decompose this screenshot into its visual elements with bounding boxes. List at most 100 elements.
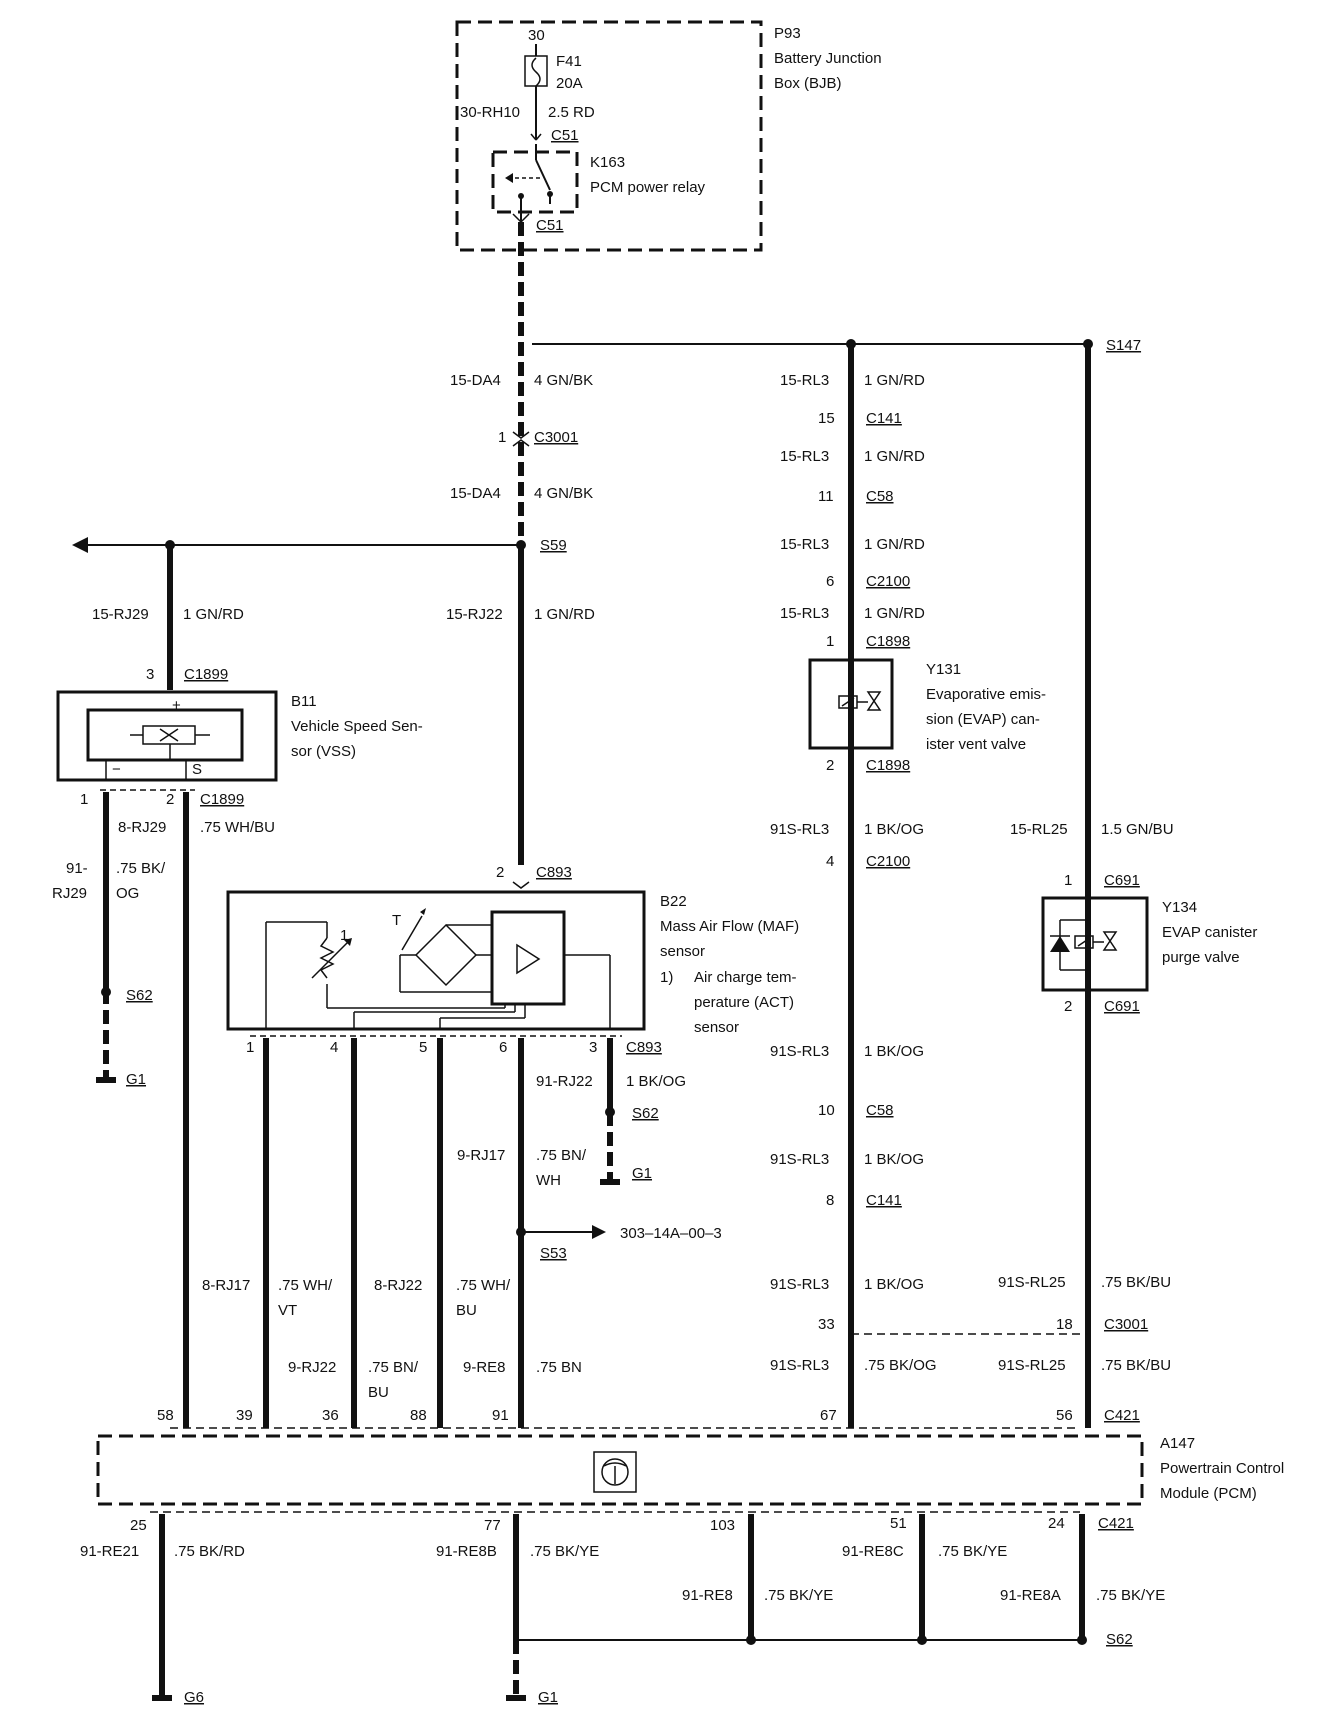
wire-re8a-spec: .75 BK/YE bbox=[1096, 1587, 1165, 1604]
wire-rl3f-spec: 1 BK/OG bbox=[864, 1043, 924, 1060]
maf-note-3: sensor bbox=[694, 1019, 739, 1036]
wire-rj22c-spec-2: BU bbox=[368, 1384, 389, 1401]
maf-bridge-icon bbox=[414, 923, 478, 987]
wire-rl25a-code: 15-RL25 bbox=[1010, 821, 1068, 838]
connector-c51-top: C51 bbox=[551, 127, 579, 144]
vss-minus: − bbox=[112, 761, 121, 778]
splice-s62-pcm: S62 bbox=[1106, 1631, 1133, 1648]
pcm-box bbox=[96, 1434, 1144, 1506]
pin-maf-6: 6 bbox=[499, 1039, 507, 1056]
wire-rl3b-spec: 1 GN/RD bbox=[864, 448, 925, 465]
vss-plus: + bbox=[172, 697, 181, 714]
arrow-left-icon bbox=[72, 537, 88, 553]
purge-valve-id: Y134 bbox=[1162, 899, 1197, 916]
connector-c1899-top: C1899 bbox=[184, 666, 228, 683]
wire-re8g-code: 91-RE8 bbox=[682, 1587, 733, 1604]
wire-rl25a-spec: 1.5 GN/BU bbox=[1101, 821, 1174, 838]
pcm-id: A147 bbox=[1160, 1435, 1195, 1452]
bjb-box bbox=[455, 20, 763, 252]
bjb-name-2: Box (BJB) bbox=[774, 75, 842, 92]
wire-rj22-spec: 1 GN/RD bbox=[534, 606, 595, 623]
pin-c2100-4: 4 bbox=[826, 853, 834, 870]
pin-pcm-67: 67 bbox=[820, 1407, 837, 1424]
wire-re8g-spec: .75 BK/YE bbox=[764, 1587, 833, 1604]
connector-c3001-top: C3001 bbox=[534, 429, 578, 446]
wire-rj22b-spec-1: .75 WH/ bbox=[456, 1277, 511, 1294]
pin-c1898-2: 2 bbox=[826, 757, 834, 774]
maf-note-1: Air charge tem- bbox=[694, 969, 797, 986]
pin-c1899-3: 3 bbox=[146, 666, 154, 683]
wire-re8b-code: 91-RE8B bbox=[436, 1543, 497, 1560]
wire-rl3h-spec: 1 BK/OG bbox=[864, 1276, 924, 1293]
connector-c58-bottom: C58 bbox=[866, 1102, 894, 1119]
vss-name-2: sor (VSS) bbox=[291, 743, 356, 760]
connector-c421-bottom: C421 bbox=[1098, 1515, 1134, 1532]
connector-c58-top: C58 bbox=[866, 488, 894, 505]
wire-rj22b-code: 8-RJ22 bbox=[374, 1277, 422, 1294]
wire-rl25c-code: 91S-RL25 bbox=[998, 1357, 1066, 1374]
maf-id: B22 bbox=[660, 893, 687, 910]
wire-da4a-code: 15-DA4 bbox=[450, 372, 501, 389]
pin-pcm-51: 51 bbox=[890, 1515, 907, 1532]
ref-page-link[interactable]: 303–14A–00–3 bbox=[620, 1225, 722, 1242]
purge-valve-name-1: EVAP canister bbox=[1162, 924, 1257, 941]
connector-c141-top: C141 bbox=[866, 410, 902, 427]
pin-c58-11: 11 bbox=[818, 488, 834, 505]
maf-note-num: 1) bbox=[660, 969, 673, 986]
maf-amplifier-icon bbox=[490, 910, 566, 1006]
wire-rl3c-code: 15-RL3 bbox=[780, 536, 829, 553]
evap-vent-valve-box bbox=[808, 658, 894, 750]
vss-id: B11 bbox=[291, 693, 317, 710]
ground-g1-maf: G1 bbox=[632, 1165, 652, 1182]
pin-c893-2: 2 bbox=[496, 864, 504, 881]
ground-g6: G6 bbox=[184, 1689, 204, 1706]
fuse-pin: 30 bbox=[528, 27, 545, 44]
pin-c3001-18: 18 bbox=[1056, 1316, 1073, 1333]
pin-c1898-1: 1 bbox=[826, 633, 834, 650]
connector-c51-bottom: C51 bbox=[536, 217, 564, 234]
pin-c141-8: 8 bbox=[826, 1192, 834, 1209]
connector-c2100-bottom: C2100 bbox=[866, 853, 910, 870]
pcm-icon bbox=[601, 1458, 629, 1486]
pcm-name-2: Module (PCM) bbox=[1160, 1485, 1257, 1502]
wire-rj17b-spec-1: .75 WH/ bbox=[278, 1277, 333, 1294]
pin-c141-15: 15 bbox=[818, 410, 835, 427]
connector-c421-top: C421 bbox=[1104, 1407, 1140, 1424]
wire-rl3e-spec: 1 BK/OG bbox=[864, 821, 924, 838]
arrow-right-icon bbox=[592, 1225, 606, 1239]
wire-rj29-spec: 1 GN/RD bbox=[183, 606, 244, 623]
wire-rj29g-code-1: 91- bbox=[66, 860, 88, 877]
pin-c691-2: 2 bbox=[1064, 998, 1072, 1015]
wire-re8a-code: 91-RE8A bbox=[1000, 1587, 1061, 1604]
pin-c691-1: 1 bbox=[1064, 872, 1072, 889]
ground-g1-pcm: G1 bbox=[538, 1689, 558, 1706]
pin-pcm-56: 56 bbox=[1056, 1407, 1073, 1424]
bjb-name-1: Battery Junction bbox=[774, 50, 882, 67]
pin-pcm-39: 39 bbox=[236, 1407, 253, 1424]
wire-rj22g-code: 91-RJ22 bbox=[536, 1073, 593, 1090]
purge-valve-name-2: purge valve bbox=[1162, 949, 1240, 966]
pin-pcm-36: 36 bbox=[322, 1407, 339, 1424]
wire-rl25b-spec: .75 BK/BU bbox=[1101, 1274, 1171, 1291]
wire-da4b-spec: 4 GN/BK bbox=[534, 485, 593, 502]
vent-valve-name-3: ister vent valve bbox=[926, 736, 1026, 753]
pin-pcm-91: 91 bbox=[492, 1407, 509, 1424]
connector-c691-top: C691 bbox=[1104, 872, 1140, 889]
maf-box bbox=[226, 890, 646, 1031]
splice-s53: S53 bbox=[540, 1245, 567, 1262]
wire-re21-spec: .75 BK/RD bbox=[174, 1543, 245, 1560]
wire-rl3b-code: 15-RL3 bbox=[780, 448, 829, 465]
connector-c2100-top: C2100 bbox=[866, 573, 910, 590]
wire-da4b-code: 15-DA4 bbox=[450, 485, 501, 502]
wire-re8c-code: 91-RE8C bbox=[842, 1543, 904, 1560]
pin-c1899-1: 1 bbox=[80, 791, 88, 808]
relay-name: PCM power relay bbox=[590, 179, 706, 196]
maf-t-label: T bbox=[392, 912, 401, 929]
relay-id: K163 bbox=[590, 154, 625, 171]
vss-box bbox=[56, 690, 278, 782]
wire-rl3g-code: 91S-RL3 bbox=[770, 1151, 829, 1168]
wire-rj22c-spec-1: .75 BN/ bbox=[368, 1359, 419, 1376]
maf-note-2: perature (ACT) bbox=[694, 994, 794, 1011]
wire-rj29g-code-2: RJ29 bbox=[52, 885, 87, 902]
